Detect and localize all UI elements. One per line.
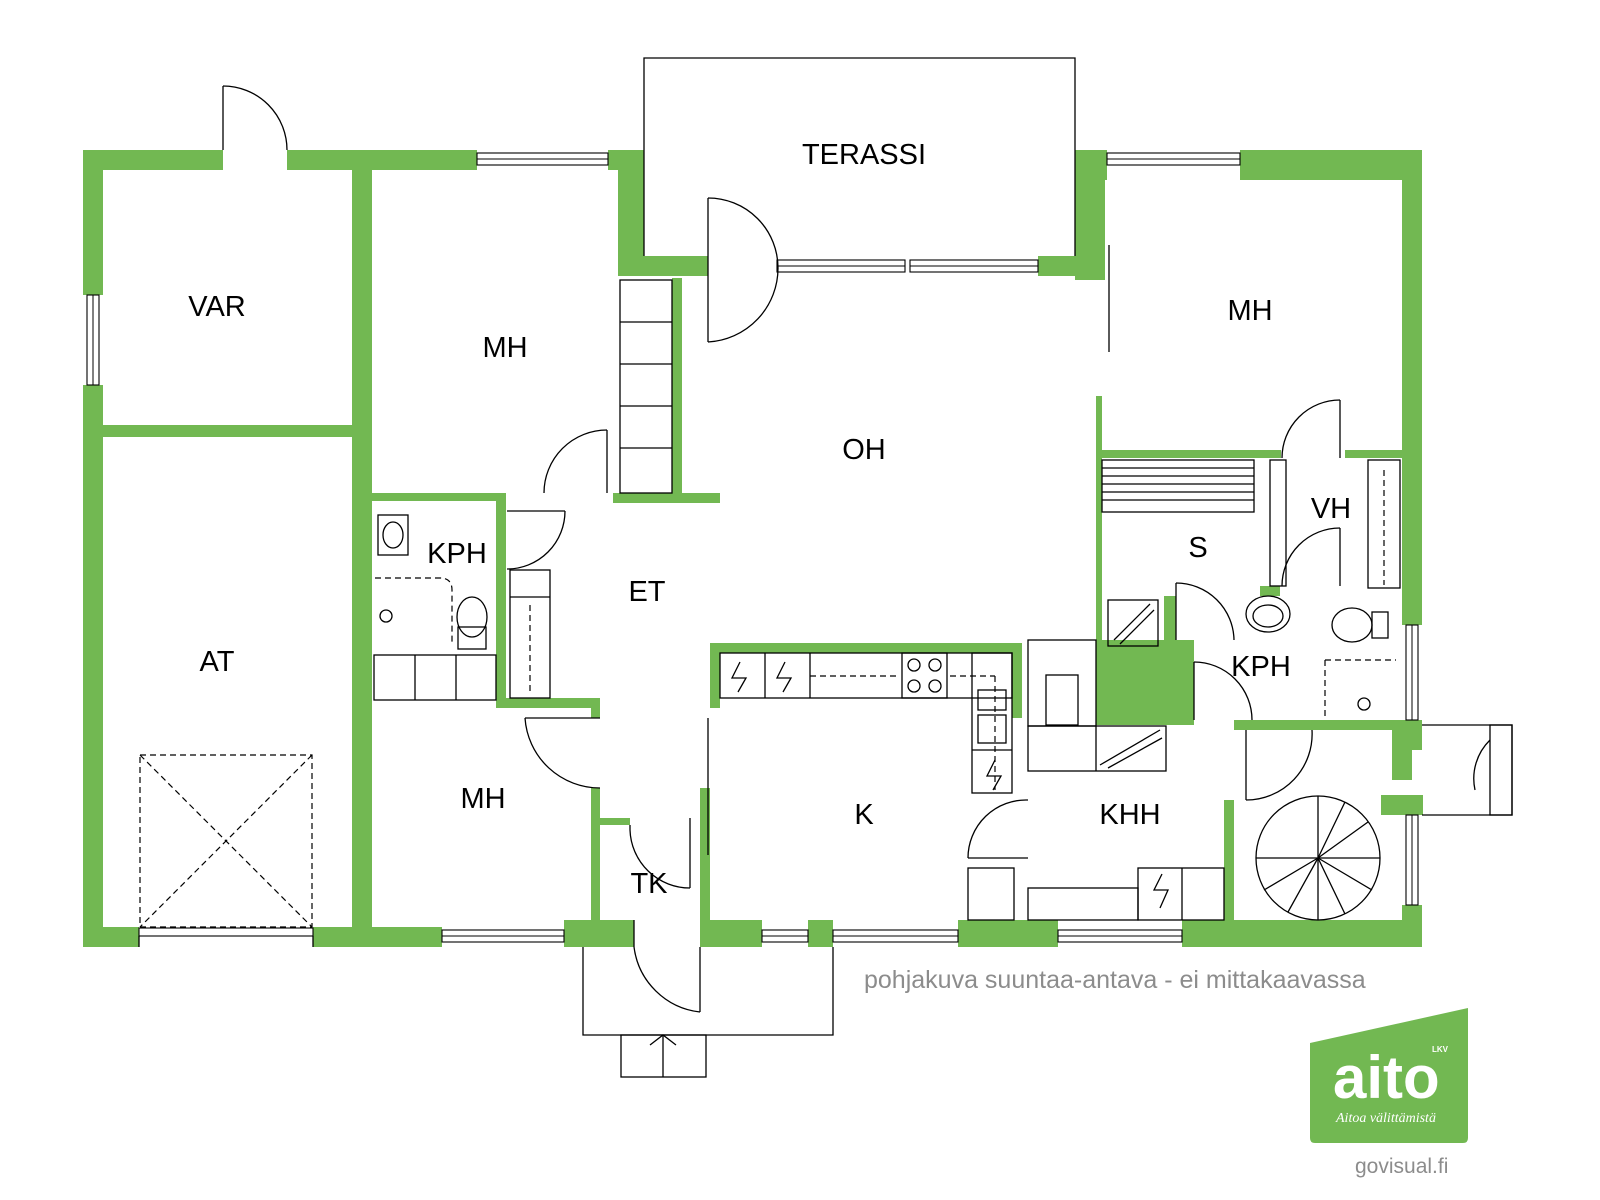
logo-slogan: Aitoa välittämistä	[1335, 1111, 1436, 1126]
room-label-k: K	[854, 799, 874, 831]
room-label-khh: KHH	[1099, 799, 1160, 831]
walls	[83, 150, 1423, 947]
room-label-mh-top-right: MH	[1227, 295, 1272, 327]
room-label-mh-bottom: MH	[460, 783, 505, 815]
room-label-mh-top-left: MH	[482, 332, 527, 364]
credit-text: govisual.fi	[1355, 1155, 1448, 1178]
room-label-kph-left: KPH	[427, 538, 487, 570]
room-label-vh: VH	[1311, 493, 1351, 525]
room-labels: TERASSI VAR MH MH OH VH KPH S ET AT KPH …	[188, 139, 1351, 900]
logo-badge	[1310, 1008, 1468, 1143]
room-label-terassi: TERASSI	[802, 139, 926, 171]
room-label-s: S	[1188, 532, 1207, 564]
room-label-oh: OH	[842, 434, 886, 466]
room-label-tk: TK	[630, 868, 668, 900]
room-label-var: VAR	[188, 291, 245, 323]
logo-lkv: LKV	[1432, 1045, 1449, 1054]
aito-logo: aito LKV Aitoa välittämistä	[1310, 1008, 1468, 1143]
room-label-kph-right: KPH	[1231, 651, 1291, 683]
outlines	[86, 57, 1513, 1078]
disclaimer-text: pohjakuva suuntaa-antava - ei mittakaava…	[864, 966, 1366, 994]
logo-wordmark: aito	[1333, 1044, 1440, 1111]
room-label-at: AT	[200, 646, 235, 678]
room-label-et: ET	[628, 576, 665, 608]
